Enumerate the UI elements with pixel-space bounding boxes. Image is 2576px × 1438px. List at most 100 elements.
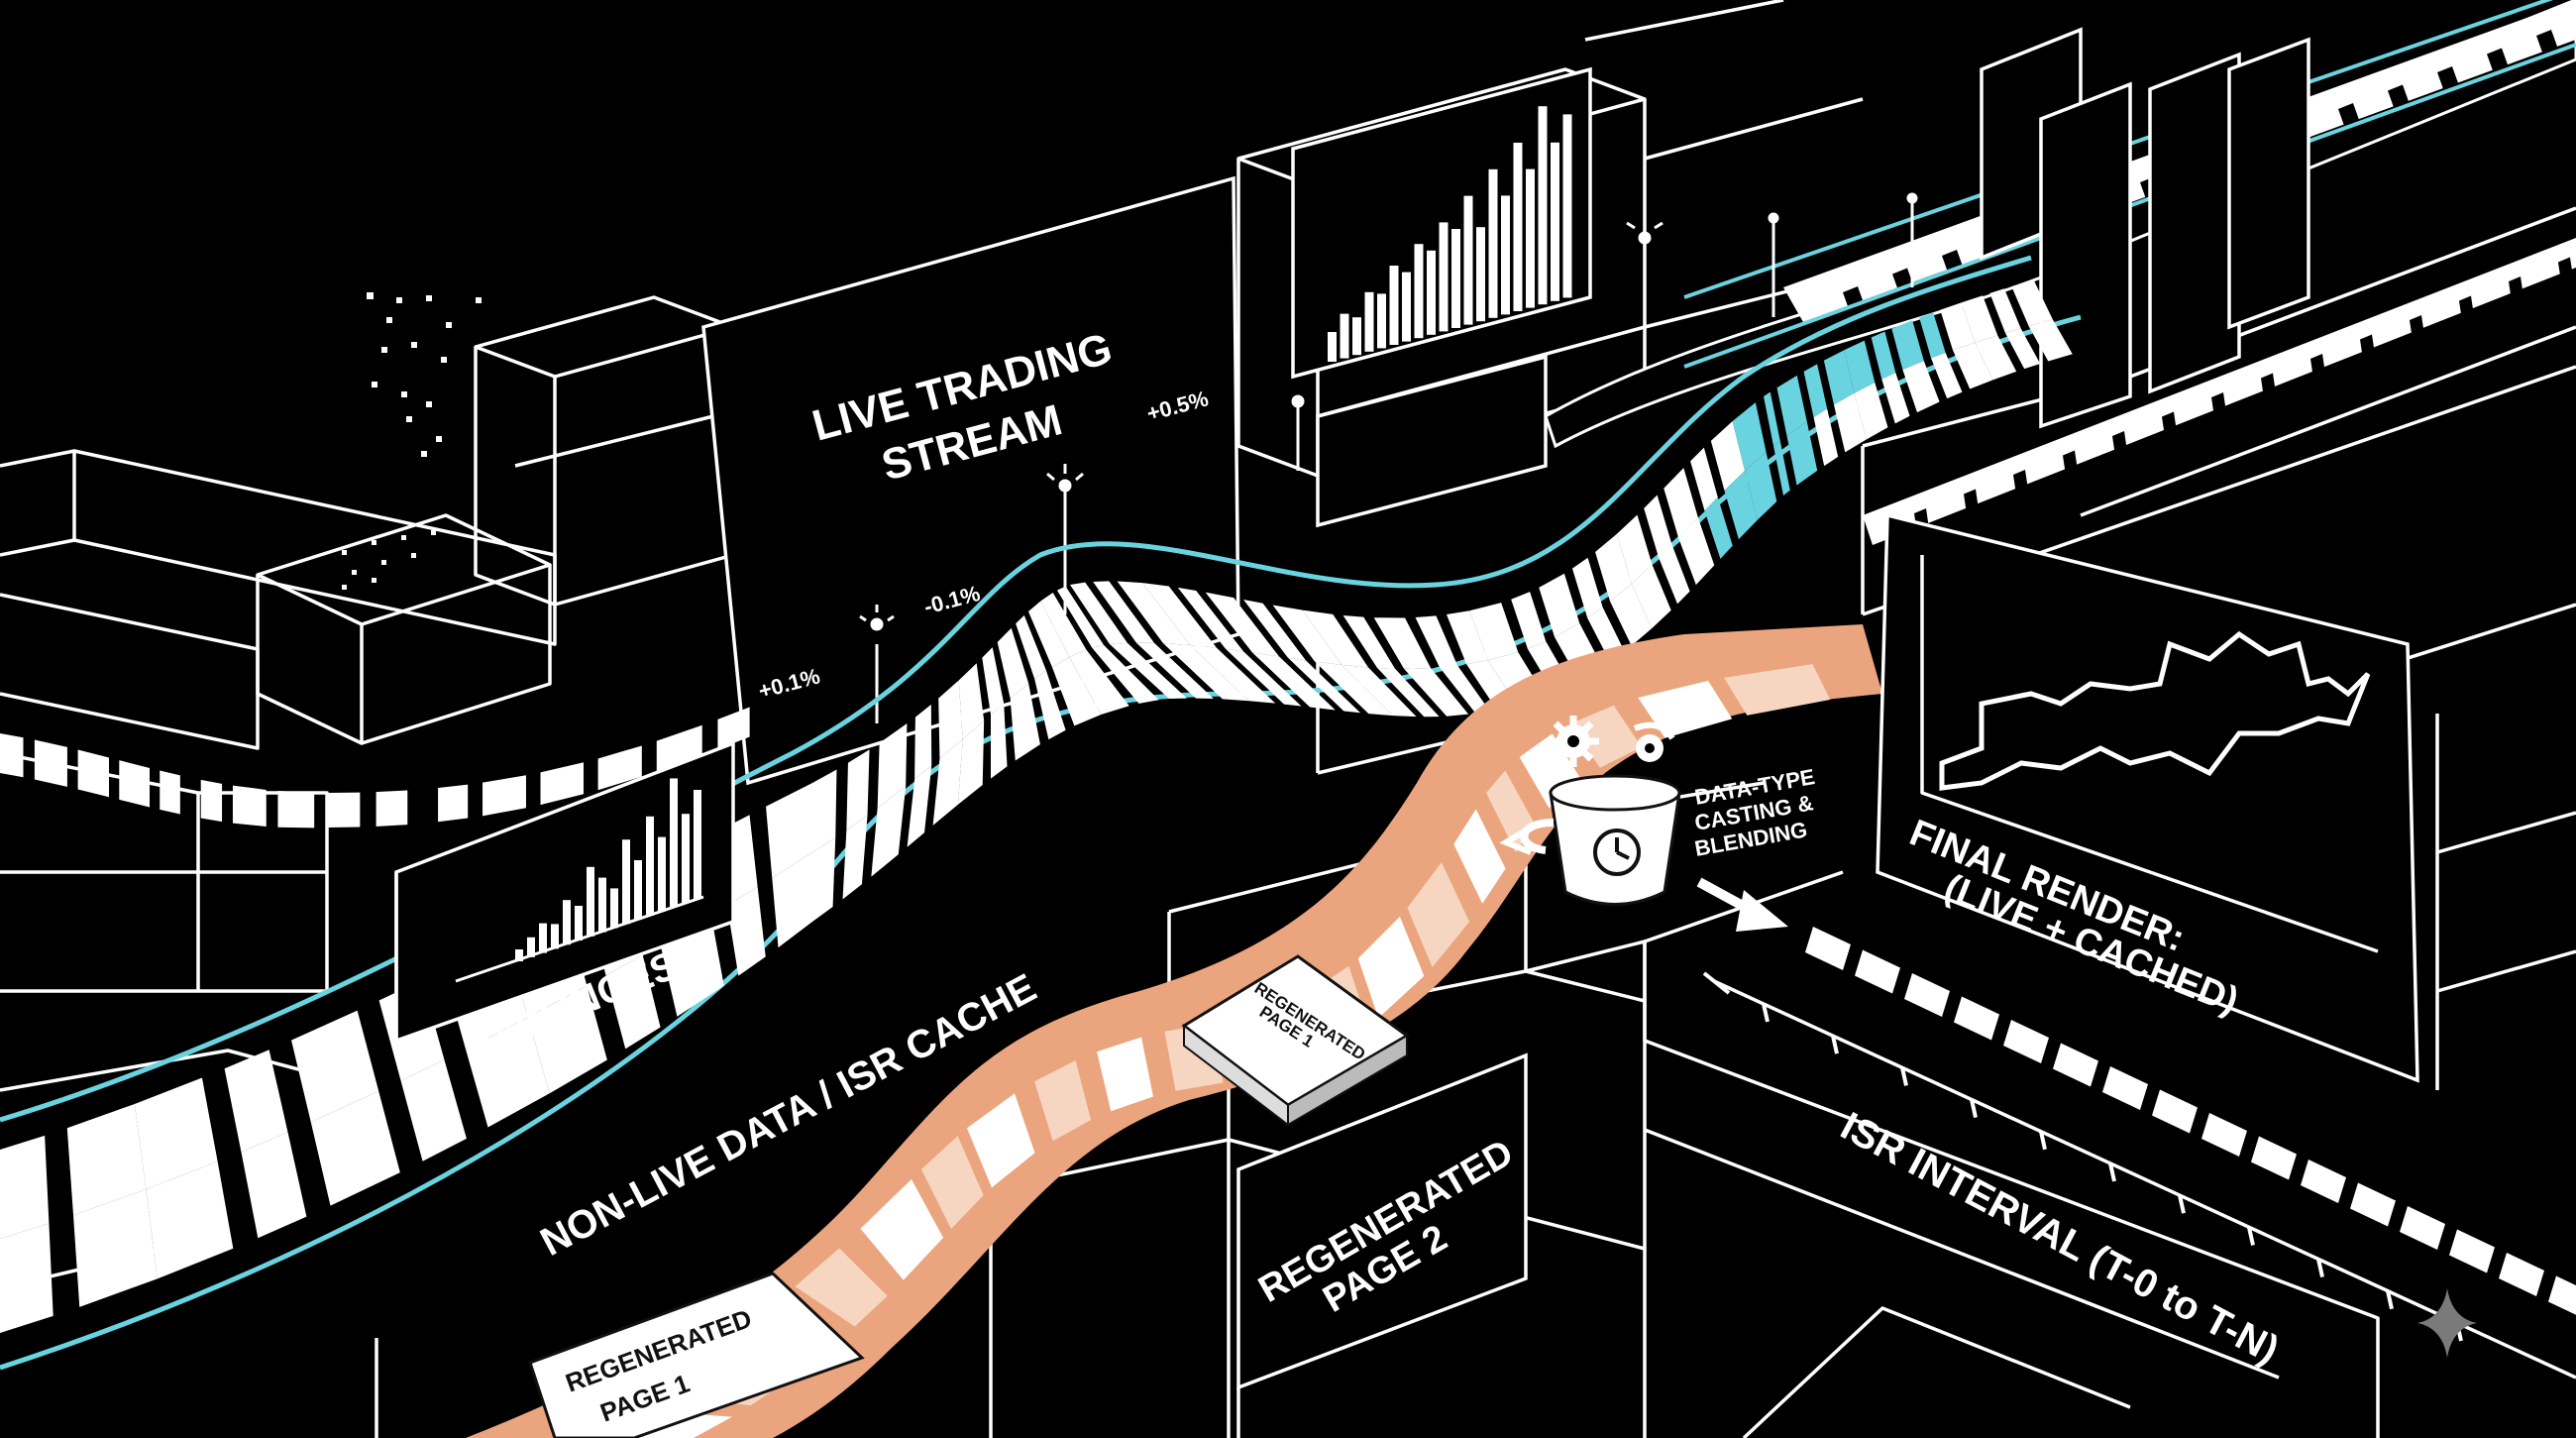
ribbon-tile [1163,643,1249,702]
chart-bar [551,924,559,949]
chart-bar [1414,244,1424,339]
stream-notch [2013,470,2029,501]
ribbon-tile [1664,468,1698,538]
isr-tick [2108,1162,2116,1182]
chart-bar [1364,291,1374,352]
stream-notch [2112,431,2128,463]
chart-bar [539,923,547,953]
ribbon-tile [1243,600,1306,661]
ribbon-tile [842,815,868,900]
ribbon-tile [0,1135,50,1239]
chart-bar [598,877,606,933]
chart-bar [563,900,571,945]
ribbon-tile [73,1189,158,1307]
stream-notch [2261,373,2277,405]
chart-bar [610,888,618,929]
ingest-tile [376,790,408,827]
ingest-tile [232,785,267,828]
isr-tile [1904,973,1950,1017]
ribbon-tile [812,837,836,922]
ingest-tile [0,733,24,778]
isr-tile [2301,1160,2346,1203]
ribbon-tile [1704,497,1733,559]
ribbon-tile [224,1050,288,1153]
ribbon-tile [726,886,766,976]
stream-notch [2360,334,2376,367]
live-stream-ribbon [0,255,2082,1371]
ribbon-tile [914,704,932,780]
isr-tile [2102,1066,2148,1110]
ribbon-tile [291,1010,379,1123]
ribbon-tile [605,954,661,1050]
ribbon-tile [1823,350,1855,405]
isr-tile [2548,1275,2576,1315]
ribbon-tile [1117,581,1190,645]
isr-tick [2386,1290,2394,1310]
isr-tile [2449,1229,2495,1273]
stream-notch [2437,66,2462,100]
ribbon-tile [1288,657,1361,714]
chart-bar [1476,227,1485,322]
ribbon-tile [466,1017,550,1128]
ribbon-tile [2011,279,2053,327]
stream-notch [2459,295,2475,328]
tall-panels [1980,27,2310,429]
isr-tile [1855,949,1900,994]
ribbon-tile [1027,601,1070,667]
ribbon-tile [66,1103,147,1216]
ribbon-tile [907,765,932,847]
regen-page-2-block: REGENERATED PAGE 2 [1236,1052,1528,1438]
stream-notch [2063,450,2079,483]
ribbon-tile [772,852,812,948]
stream-notch [2310,354,2326,386]
ribbon-tile [1571,557,1603,618]
isr-tile [2152,1089,2198,1134]
chart-bar [634,860,642,920]
ribbon-tile [957,720,985,805]
ribbon-tile [1469,603,1519,661]
ingest-tile [34,739,67,787]
ribbon-tile [871,786,907,877]
ingest-tile [277,791,315,829]
ingest-tile [656,724,702,772]
ribbon-tile [1342,614,1395,669]
blending-bucket: DATA-TYPE CASTING & BLENDING [1499,716,1817,932]
chart-bar [1352,317,1361,356]
stream-notch [1964,489,1980,521]
stream-notch [2211,392,2227,424]
ribbon-tile [1764,391,1780,446]
sparkle-icon [1291,192,1918,408]
cache-tile [1724,664,1831,716]
ribbon-tile [1975,335,2017,381]
cache-tile [966,1093,1035,1188]
ingest-tile [200,779,223,823]
ribbon-tile [241,1132,307,1239]
ribbon-tile [1205,592,1279,657]
ribbon-tile [1961,295,1998,343]
ribbon-tile [982,647,1005,716]
ribbon-tile [1440,665,1490,714]
chart-bar [682,814,690,904]
regen-card-mid: REGENERATED PAGE 1 [1181,954,1410,1128]
ribbon-tile [1644,495,1672,558]
chart-bar [1427,250,1436,335]
isr-tile [2201,1113,2247,1157]
ribbon-tile [1659,544,1690,605]
ribbon-tile [1373,617,1431,669]
raw-ingest-panel [394,740,735,1051]
ribbon-tile [1342,664,1417,718]
isr-tile [2350,1182,2396,1227]
ribbon-tile [877,723,908,809]
arrow-right-icon [1696,877,1788,932]
ribbon-tile [134,1077,218,1190]
ribbon-tile [1092,644,1159,704]
chart-bar [1463,195,1473,325]
ribbon-tile [1016,614,1047,680]
ribbon-tile [1447,610,1488,664]
ingest-tile [119,760,151,808]
isr-tile [1805,927,1851,970]
ribbon-tile [1631,564,1671,629]
isr-tick [2316,1259,2324,1278]
ribbon-tile [1252,652,1336,711]
